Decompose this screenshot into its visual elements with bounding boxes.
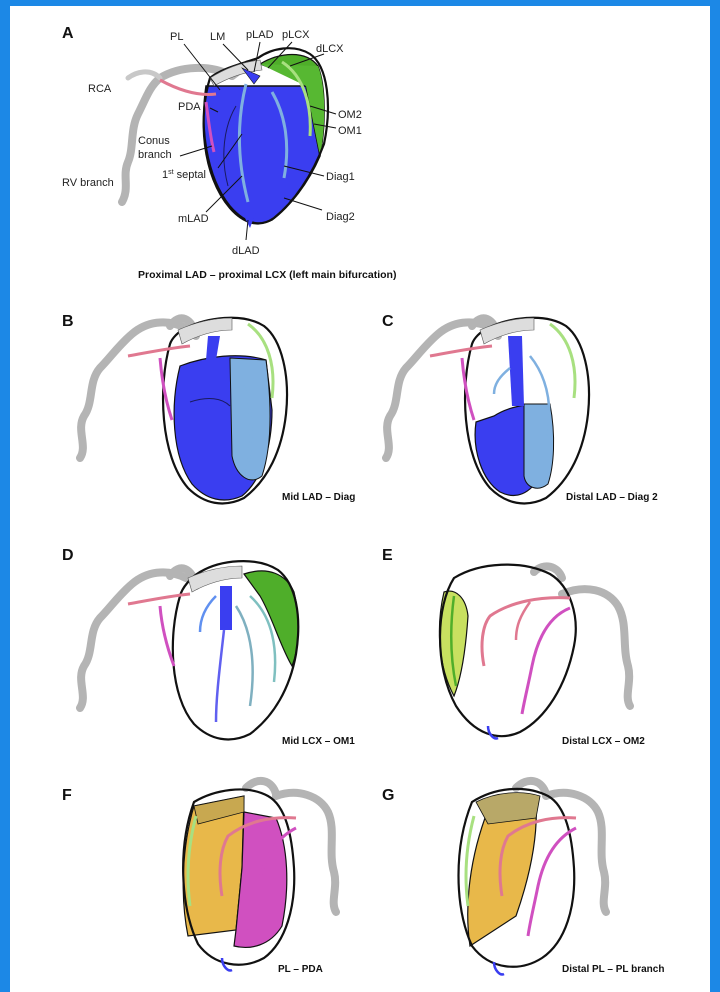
label-dlad: dLAD (232, 245, 260, 257)
panel-g-pl-territory (468, 802, 537, 946)
panel-e-caption: Distal LCX – OM2 (562, 736, 645, 747)
label-plad: pLAD (246, 29, 274, 41)
coronary-territory-diagram: A (10, 6, 710, 992)
panel-f-letter: F (62, 787, 72, 804)
panel-g-rca-vessel (546, 793, 606, 912)
panel-d-lad-vessel (216, 630, 224, 722)
panel-a: A (62, 25, 396, 281)
panel-f-caption: PL – PDA (278, 964, 323, 975)
panel-e: E Distal LCX – OM2 (382, 547, 645, 747)
panel-b-pl-vessel (128, 346, 190, 356)
label-rv-branch: RV branch (62, 177, 114, 189)
label-mlad: mLAD (178, 213, 209, 225)
panel-c-lad-stem (508, 336, 524, 406)
panel-d-diag-vessel (200, 596, 216, 632)
label-plcx: pLCX (282, 29, 310, 41)
label-pda: PDA (178, 101, 201, 113)
panel-g-letter: G (382, 787, 394, 804)
panel-d-pl-vessel (128, 594, 190, 604)
panel-d-diag2-vessel (236, 606, 253, 706)
label-rca: RCA (88, 83, 112, 95)
panel-c-pl-vessel (430, 346, 492, 356)
panel-d-caption: Mid LCX – OM1 (282, 736, 355, 747)
label-first-septal: 1st septal (162, 169, 206, 181)
panel-c-lcx-vessel (550, 324, 575, 398)
label-conus-branch: branch (138, 149, 172, 161)
panel-c-caption: Distal LAD – Diag 2 (566, 492, 658, 503)
panel-b-letter: B (62, 313, 74, 330)
panel-b: B Mid LAD – Diag (62, 313, 355, 503)
label-om1: OM1 (338, 125, 362, 137)
panel-e-letter: E (382, 547, 393, 564)
figure-frame: A (10, 6, 710, 992)
panel-a-rca-branch (128, 72, 160, 78)
label-diag2: Diag2 (326, 211, 355, 223)
panel-e-pda-vessel (522, 608, 570, 714)
panel-g-caption: Distal PL – PL branch (562, 964, 664, 975)
panel-a-caption: Proximal LAD – proximal LCX (left main b… (138, 269, 396, 281)
label-dlcx: dLCX (316, 43, 344, 55)
panel-c: C Distal LAD – Diag 2 (382, 313, 658, 503)
panel-d: D Mid LCX – OM1 (62, 547, 355, 747)
label-pl: PL (170, 31, 183, 43)
panel-g: G Distal PL – PL branch (382, 781, 664, 975)
panel-c-diag1-vessel (494, 368, 510, 394)
panel-b-caption: Mid LAD – Diag (282, 492, 355, 503)
panel-a-letter: A (62, 25, 74, 42)
panel-d-letter: D (62, 547, 74, 564)
panel-d-pda-vessel (160, 606, 174, 666)
label-om2: OM2 (338, 109, 362, 121)
panel-e-pl-branch-vessel (516, 602, 530, 640)
panel-d-valve-plane (188, 566, 242, 592)
panel-c-letter: C (382, 313, 394, 330)
panel-d-lad-stem (220, 586, 232, 630)
panel-a-lad-territory (204, 86, 320, 223)
panel-a-leader-dlad (246, 220, 248, 240)
label-diag1: Diag1 (326, 171, 355, 183)
label-conus: Conus (138, 135, 170, 147)
label-lm: LM (210, 31, 225, 43)
panel-f: F PL – PDA (62, 781, 336, 975)
panel-d-rca-vessel (80, 572, 186, 708)
